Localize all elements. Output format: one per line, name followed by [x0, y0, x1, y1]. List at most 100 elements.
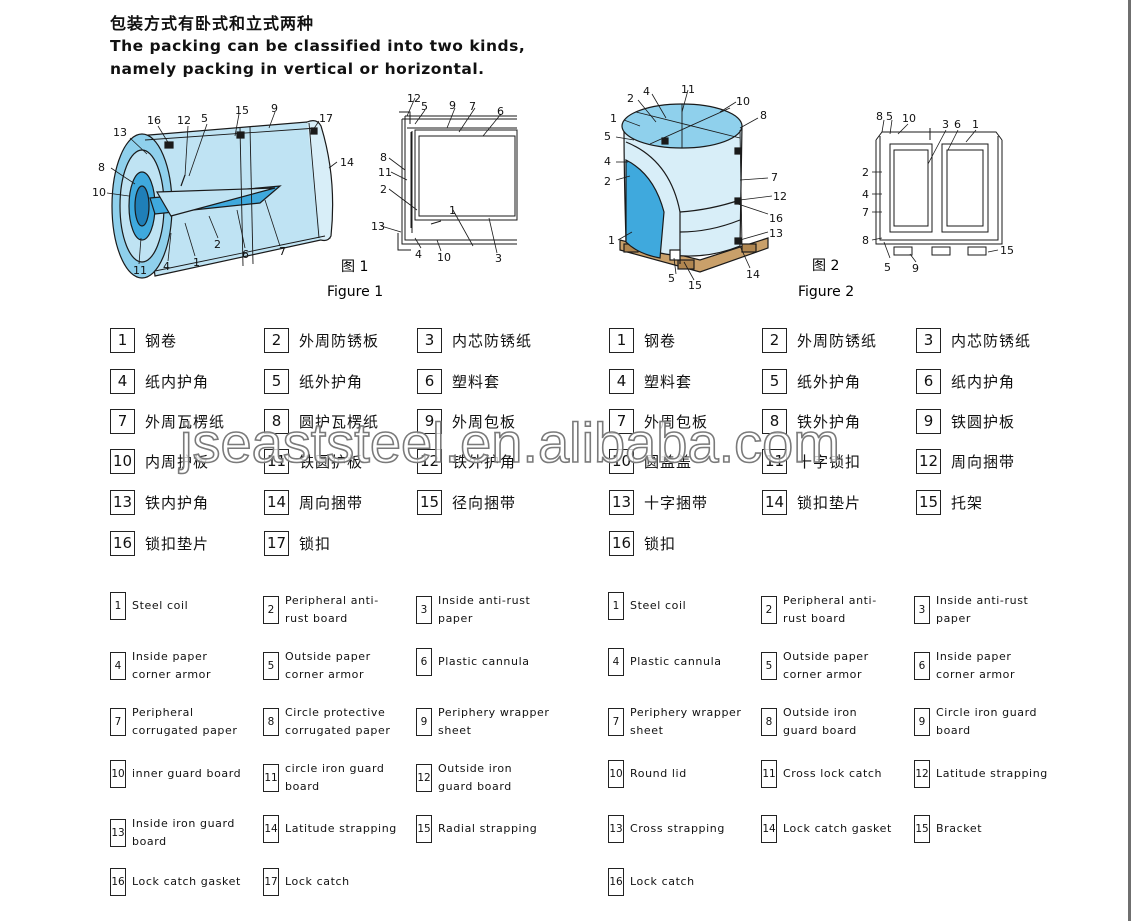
legend-zh-2-item-12: 12 周向捆带: [916, 447, 1015, 475]
legend-number-box: 16: [609, 530, 634, 556]
figure-1-coil-callout-lines: [106, 111, 338, 265]
legend-label: 周向捆带: [951, 452, 1016, 471]
legend-label: Peripheral anti-rust board: [783, 594, 877, 625]
legend-number-box: 13: [110, 489, 135, 515]
legend-en-2-item-10: 10 Round lid: [608, 760, 750, 788]
legend-label: 纸外护角: [299, 372, 364, 391]
figure-2-coil-callout-lines: [615, 89, 773, 281]
page-right-border: [1128, 0, 1131, 921]
legend-label: 纸外护角: [797, 372, 862, 391]
fig2-section-callout-1: 1: [972, 118, 979, 131]
page-title-chinese: 包装方式有卧式和立式两种: [110, 14, 315, 33]
legend-label: 外周包板: [644, 412, 709, 431]
legend-number-box: 9: [914, 708, 930, 736]
legend-number-box: 8: [762, 408, 787, 434]
legend-label: Outside iron guard board: [438, 762, 513, 793]
legend-number-box: 3: [914, 596, 930, 624]
fig2-section-callout-3: 3: [942, 118, 949, 131]
fig2-section-callout-2: 2: [862, 166, 869, 179]
legend-number-box: 10: [110, 448, 135, 474]
fig2-section-callout-15: 15: [1000, 244, 1014, 257]
figure-2-vertical-packing-diagram: 2 4 11 10 1 8 5 4 2 7 12 16 13 1 14 5 15…: [604, 83, 1014, 300]
legend-number-box: 13: [609, 489, 634, 515]
legend-label: Inside anti-rust paper: [936, 594, 1029, 625]
legend-number-box: 2: [264, 327, 289, 353]
legend-number-box: 7: [608, 708, 624, 736]
vertical-coil-drawing: [619, 103, 769, 273]
legend-number-box: 6: [916, 368, 941, 394]
fig1-section-callout-4: 4: [415, 248, 422, 261]
fig2-callout-1b: 1: [608, 234, 615, 247]
figure-2-caption-english: Figure 2: [798, 284, 854, 300]
fig2-callout-8: 8: [760, 109, 767, 122]
legend-number-box: 10: [608, 760, 624, 788]
legend-label: Outside paper corner armor: [285, 650, 371, 681]
legend-label: 外周防锈纸: [797, 331, 878, 350]
legend-number-box: 6: [416, 648, 432, 676]
fig2-callout-2: 2: [627, 92, 634, 105]
legend-label: Steel coil: [630, 599, 687, 612]
legend-label: Outside paper corner armor: [783, 650, 869, 681]
fig2-section-callout-8b: 8: [862, 234, 869, 247]
fig2-callout-5b: 5: [668, 272, 675, 285]
legend-number-box: 13: [110, 819, 126, 847]
legend-number-box: 9: [916, 408, 941, 434]
legend-number-box: 5: [264, 368, 289, 394]
figure-1-section-callout-numbers: 12 5 9 7 6 8 11 2 1 13 4 10 3: [371, 92, 504, 265]
legend-label: Circle protective corrugated paper: [285, 706, 391, 737]
legend-label: inner guard board: [132, 767, 242, 780]
legend-label: 圆盖盖: [644, 452, 693, 471]
legend-label: Circle iron guard board: [936, 706, 1038, 737]
legend-label: Peripheral anti-rust board: [285, 594, 379, 625]
legend-number-box: 9: [416, 708, 432, 736]
fig1-section-callout-13: 13: [371, 220, 385, 233]
legend-label: circle iron guard board: [285, 762, 385, 793]
legend-number-box: 12: [916, 448, 941, 474]
legend-number-box: 14: [762, 489, 787, 515]
legend-number-box: 17: [264, 530, 289, 556]
legend-label: 内芯防锈纸: [452, 331, 533, 350]
fig2-section-callout-7: 7: [862, 206, 869, 219]
legend-number-box: 2: [762, 327, 787, 353]
fig1-callout-9: 9: [271, 102, 278, 115]
legend-label: Lock catch: [285, 875, 350, 888]
fig2-callout-10: 10: [736, 95, 750, 108]
legend-label: 锁扣: [299, 534, 332, 553]
fig2-callout-1: 1: [610, 112, 617, 125]
fig2-section-callout-5b: 5: [884, 261, 891, 274]
legend-number-box: 4: [110, 368, 135, 394]
legend-number-box: 15: [416, 815, 432, 843]
legend-number-box: 3: [417, 327, 442, 353]
legend-label: Periphery wrapper sheet: [438, 706, 550, 737]
legend-label: 钢卷: [145, 331, 178, 350]
legend-zh-1-item-3: 3 内芯防锈纸: [417, 326, 532, 354]
legend-zh-1-item-17: 17 锁扣: [264, 529, 331, 557]
fig2-callout-4: 4: [643, 85, 650, 98]
legend-label: Lock catch gasket: [783, 822, 892, 835]
legend-number-box: 11: [762, 448, 787, 474]
legend-number-box: 2: [263, 596, 279, 624]
legend-label: Radial strapping: [438, 822, 538, 835]
fig2-callout-16: 16: [769, 212, 783, 225]
fig1-section-callout-3: 3: [495, 252, 502, 265]
legend-label: Round lid: [630, 767, 687, 780]
legend-number-box: 15: [417, 489, 442, 515]
legend-label: Peripheral corrugated paper: [132, 706, 238, 737]
legend-number-box: 7: [609, 408, 634, 434]
legend-number-box: 2: [761, 596, 777, 624]
